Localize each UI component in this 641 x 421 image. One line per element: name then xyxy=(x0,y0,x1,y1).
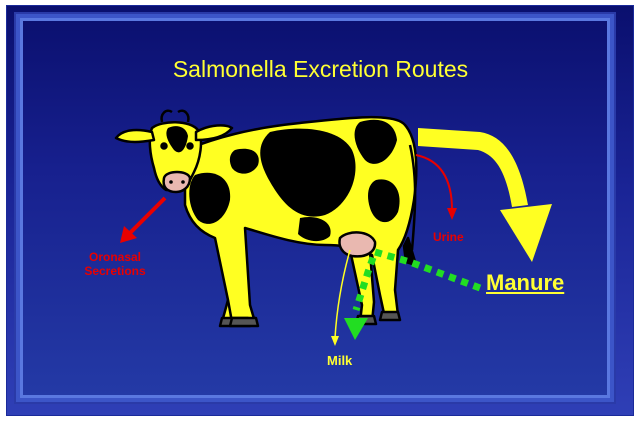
milk-label: Milk xyxy=(327,353,352,368)
cow-ear-left xyxy=(116,130,154,142)
arrow-down-icon xyxy=(331,250,350,346)
cow-eye xyxy=(162,144,167,149)
arrow-down-left-icon xyxy=(120,198,165,243)
manure-label: Manure xyxy=(486,270,564,296)
oronasal-label-line2: Secretions xyxy=(70,264,160,278)
cow-nostril xyxy=(169,180,173,184)
curved-arrow-down-icon xyxy=(416,155,457,220)
oronasal-secretions-label: Oronasal Secretions xyxy=(70,250,160,278)
cow-nostril xyxy=(181,180,185,184)
urine-label: Urine xyxy=(433,230,464,244)
cow-horn xyxy=(178,111,188,122)
cow-hoof xyxy=(230,318,258,326)
cow-horn xyxy=(162,111,172,122)
cow-illustration xyxy=(116,111,416,326)
cow-hoof xyxy=(380,312,400,320)
oronasal-label-line1: Oronasal xyxy=(70,250,160,264)
cow-eye xyxy=(188,144,193,149)
cow-muzzle xyxy=(164,172,190,192)
cow-udder xyxy=(340,232,376,256)
